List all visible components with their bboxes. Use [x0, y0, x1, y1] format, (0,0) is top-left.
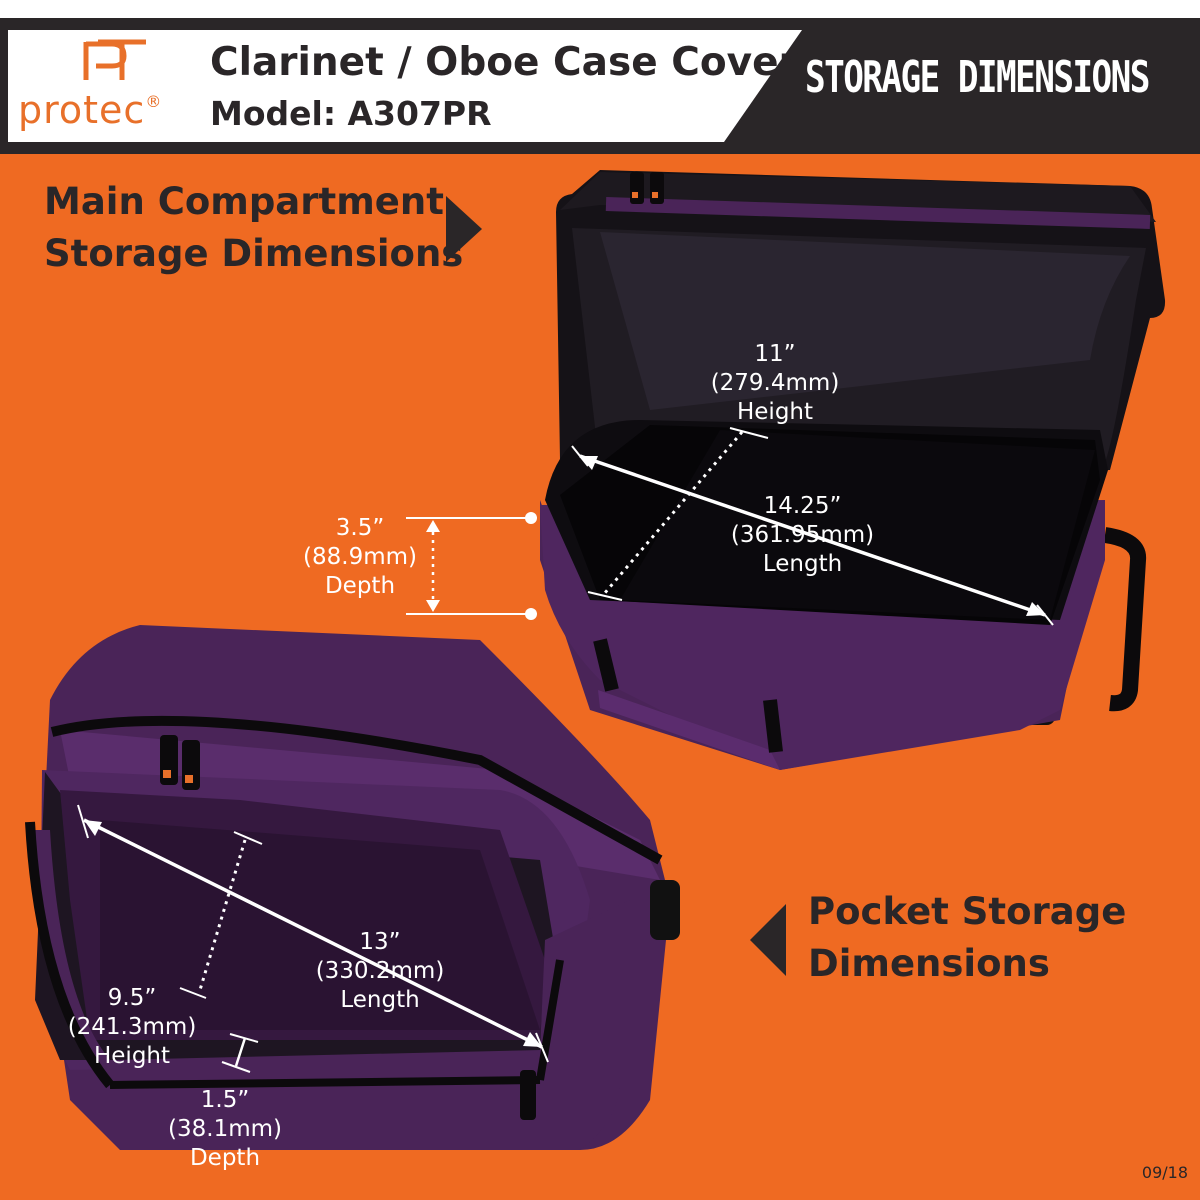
- pocket-depth-inches: 1.5”: [200, 1087, 250, 1113]
- pocket-length-inches: 13”: [359, 929, 401, 955]
- product-title: Clarinet / Oboe Case Cover: [210, 40, 798, 85]
- main-depth-inches: 3.5”: [335, 515, 385, 541]
- main-length-inches: 14.25”: [763, 493, 842, 519]
- pocket-case-illustration: [25, 625, 680, 1150]
- date-code: 09/18: [1141, 1163, 1188, 1182]
- brand-logo: protec®: [18, 88, 162, 132]
- pocket-depth-caption: Depth: [189, 1145, 261, 1171]
- main-compartment-heading: Main Compartment Storage Dimensions: [44, 176, 463, 280]
- pocket-height-caption: Height: [93, 1043, 171, 1069]
- pocket-depth-line: [234, 1037, 247, 1067]
- main-height-label: 11” (279.4mm) Height: [705, 340, 845, 427]
- main-height-caption: Height: [736, 399, 814, 425]
- pocket-length-caption: Length: [340, 987, 420, 1013]
- header-white-panel: [8, 30, 802, 142]
- main-heading-line1: Main Compartment: [44, 180, 444, 223]
- pocket-length-mm: (330.2mm): [315, 958, 445, 984]
- brand-registered-mark: ®: [145, 92, 163, 111]
- pocket-depth-label: 1.5” (38.1mm) Depth: [160, 1086, 290, 1173]
- main-height-mm: (279.4mm): [710, 370, 840, 396]
- main-length-mm: (361.95mm): [730, 522, 875, 548]
- protec-logo-mark: [83, 39, 146, 80]
- pocket-height-label: 9.5” (241.3mm) Height: [62, 984, 202, 1071]
- main-length-caption: Length: [762, 551, 843, 577]
- pocket-storage-heading: Pocket Storage Dimensions: [808, 886, 1126, 990]
- pocket-height-mm: (241.3mm): [67, 1014, 197, 1040]
- brand-name: protec: [18, 88, 146, 132]
- main-length-label: 14.25” (361.95mm) Length: [720, 492, 885, 579]
- main-heading-arrow-icon: [446, 196, 482, 262]
- pocket-heading-line1: Pocket Storage: [808, 890, 1127, 933]
- pocket-height-line: [198, 839, 247, 991]
- main-depth-label: 3.5” (88.9mm) Depth: [295, 514, 425, 601]
- main-depth-caption: Depth: [324, 573, 396, 599]
- pocket-length-line: [83, 818, 543, 1049]
- main-length-line: [579, 454, 1046, 617]
- storage-dimensions-banner: STORAGE DIMENSIONS: [805, 52, 1150, 103]
- pocket-heading-arrow-icon: [750, 904, 786, 976]
- pocket-height-inches: 9.5”: [107, 985, 157, 1011]
- main-height-inches: 11”: [754, 341, 796, 367]
- main-heading-line2: Storage Dimensions: [44, 232, 464, 275]
- main-height-line: [602, 431, 744, 595]
- pocket-length-label: 13” (330.2mm) Length: [310, 928, 450, 1015]
- dimension-lines: [77, 427, 1054, 1073]
- pocket-depth-mm: (38.1mm): [168, 1116, 282, 1142]
- pocket-heading-line2: Dimensions: [808, 942, 1050, 985]
- product-model: Model: A307PR: [210, 94, 492, 133]
- main-case-illustration: [540, 170, 1166, 770]
- main-depth-mm: (88.9mm): [303, 544, 417, 570]
